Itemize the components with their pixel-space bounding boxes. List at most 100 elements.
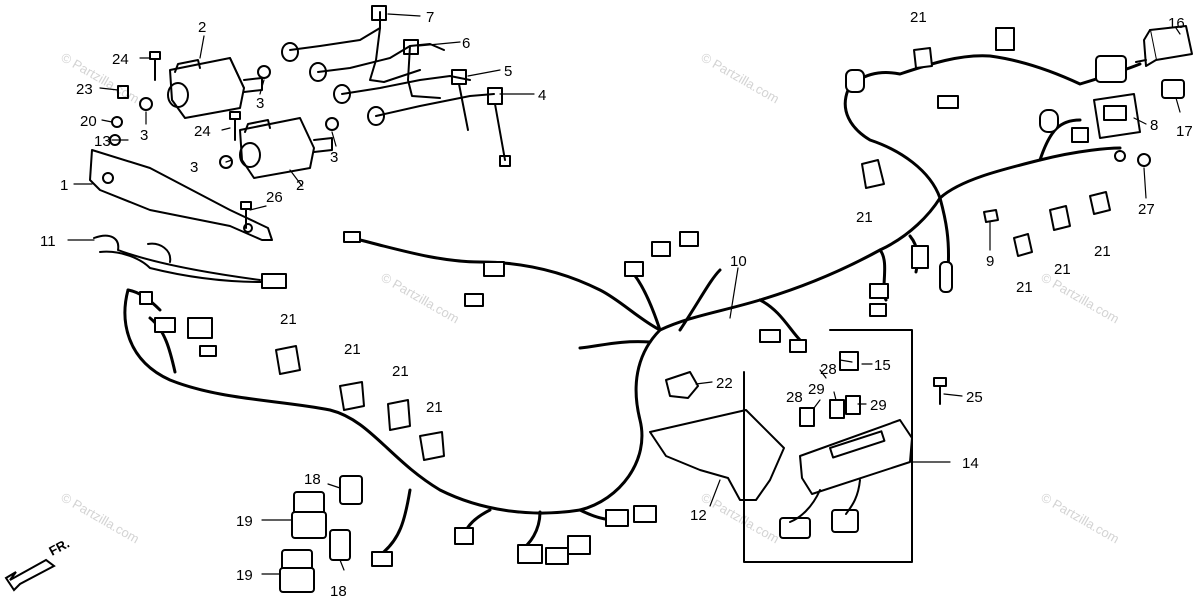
relay-19 bbox=[291, 511, 327, 539]
connector bbox=[605, 509, 629, 527]
callout-3: 3 bbox=[256, 95, 264, 112]
relays-left bbox=[279, 475, 363, 593]
callout-18: 18 bbox=[330, 583, 347, 600]
ignition-coil-upper bbox=[167, 57, 263, 119]
clamp-21 bbox=[419, 431, 445, 461]
callout-19: 19 bbox=[236, 513, 253, 530]
leader-lines bbox=[67, 13, 1181, 575]
connector bbox=[199, 345, 217, 357]
connector bbox=[483, 261, 505, 277]
connector bbox=[567, 535, 591, 555]
callout-21: 21 bbox=[910, 9, 927, 26]
connector bbox=[1095, 55, 1127, 83]
relay-8 bbox=[1093, 93, 1141, 139]
callout-labels: 1 2 2 3 3 3 3 4 5 6 7 8 9 10 11 12 13 14… bbox=[40, 9, 1193, 600]
clamp-21 bbox=[387, 399, 411, 431]
connector bbox=[845, 69, 865, 93]
connector bbox=[939, 261, 953, 293]
grommet bbox=[1114, 150, 1126, 162]
callout-21: 21 bbox=[1054, 261, 1071, 278]
connector bbox=[1071, 127, 1089, 143]
callout-24: 24 bbox=[112, 51, 129, 68]
callout-21: 21 bbox=[1094, 243, 1111, 260]
connector bbox=[624, 261, 644, 277]
watermark: © Partzilla.com bbox=[1039, 490, 1122, 547]
watermark: © Partzilla.com bbox=[59, 490, 142, 547]
callout-21: 21 bbox=[426, 399, 443, 416]
clamps bbox=[275, 47, 1111, 461]
callout-7: 7 bbox=[426, 9, 434, 26]
relay-19 bbox=[279, 567, 315, 593]
callout-2: 2 bbox=[296, 177, 304, 194]
callout-3: 3 bbox=[140, 127, 148, 144]
relay-16 bbox=[1135, 25, 1193, 67]
connector bbox=[1039, 109, 1059, 133]
watermark: © Partzilla.com bbox=[699, 50, 782, 107]
callout-5: 5 bbox=[504, 63, 512, 80]
watermark: © Partzilla.com bbox=[59, 50, 142, 107]
callout-21: 21 bbox=[856, 209, 873, 226]
connector bbox=[464, 293, 484, 307]
nut-3 bbox=[139, 97, 153, 111]
connector bbox=[545, 547, 569, 565]
callout-19: 19 bbox=[236, 567, 253, 584]
clamp-21 bbox=[1013, 233, 1033, 257]
washer-20 bbox=[111, 116, 123, 128]
callout-29: 29 bbox=[808, 381, 825, 398]
callout-3: 3 bbox=[330, 149, 338, 166]
connector bbox=[139, 291, 153, 305]
coil-bracket bbox=[89, 149, 273, 241]
fuse-box-assembly bbox=[743, 329, 913, 563]
callout-23: 23 bbox=[76, 81, 93, 98]
high-tension-lead bbox=[369, 27, 421, 83]
callout-15: 15 bbox=[874, 357, 891, 374]
watermark: © Partzilla.com bbox=[379, 270, 462, 327]
connector bbox=[371, 551, 393, 567]
high-tension-lead bbox=[407, 45, 441, 99]
relay-18 bbox=[329, 529, 351, 561]
callout-10: 10 bbox=[730, 253, 747, 270]
callout-26: 26 bbox=[266, 189, 283, 206]
connector bbox=[651, 241, 671, 257]
front-direction-arrow: FR. bbox=[4, 536, 72, 592]
callout-9: 9 bbox=[986, 253, 994, 270]
fuse-28 bbox=[799, 407, 815, 427]
nut-3 bbox=[325, 117, 339, 131]
harness-connectors bbox=[139, 27, 1127, 567]
callout-21: 21 bbox=[280, 311, 297, 328]
bracket-hole bbox=[102, 172, 114, 184]
callout-3: 3 bbox=[190, 159, 198, 176]
callout-21: 21 bbox=[392, 363, 409, 380]
callout-12: 12 bbox=[690, 507, 707, 524]
callout-6: 6 bbox=[462, 35, 470, 52]
connector bbox=[679, 231, 699, 247]
callout-22: 22 bbox=[716, 375, 733, 392]
connector bbox=[517, 544, 543, 564]
screw-23 bbox=[117, 85, 129, 99]
callout-20: 20 bbox=[80, 113, 97, 130]
callout-21: 21 bbox=[1016, 279, 1033, 296]
callout-18: 18 bbox=[304, 471, 321, 488]
callout-4: 4 bbox=[538, 87, 546, 104]
callout-29: 29 bbox=[870, 397, 887, 414]
fuse-29 bbox=[845, 395, 861, 415]
nut-3 bbox=[219, 155, 233, 169]
callout-28: 28 bbox=[820, 361, 837, 378]
clamp-21 bbox=[913, 47, 933, 69]
holder-plate bbox=[649, 409, 785, 501]
bolt-25 bbox=[933, 377, 947, 405]
connector bbox=[187, 317, 213, 339]
spark-plug-cap-5 bbox=[333, 69, 471, 131]
callout-13: 13 bbox=[94, 133, 111, 150]
bolt-26 bbox=[240, 201, 252, 229]
bolt-24-upper bbox=[149, 51, 161, 81]
bolt-24-lower bbox=[229, 111, 241, 141]
relay-17 bbox=[1161, 79, 1185, 99]
clamp-22 bbox=[665, 371, 699, 399]
connector bbox=[454, 527, 474, 545]
ignition-coil-lower bbox=[239, 117, 333, 179]
clamp-21 bbox=[1089, 191, 1111, 215]
connector bbox=[633, 505, 657, 523]
connector bbox=[869, 283, 889, 299]
